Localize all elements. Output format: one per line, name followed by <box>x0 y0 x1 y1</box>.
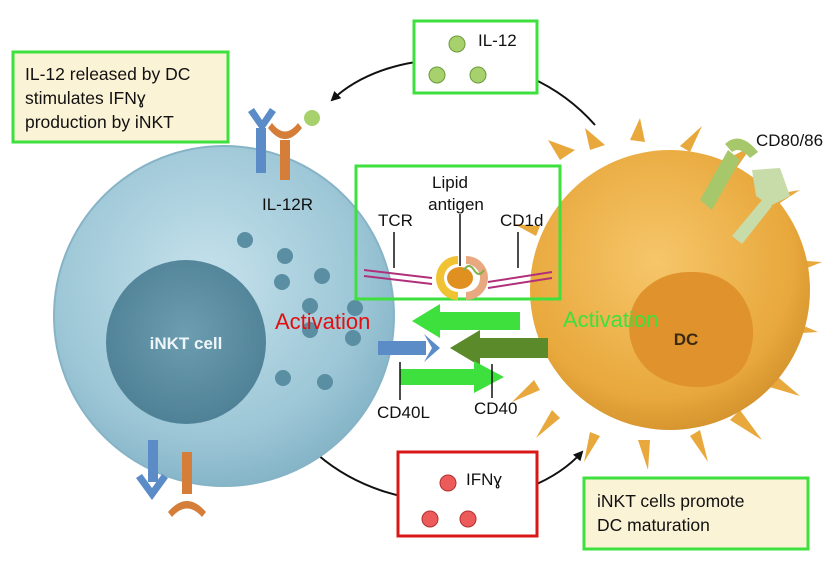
dc-maturation-note-line-1: iNKT cells promote <box>597 491 745 511</box>
dc-nucleus <box>629 271 754 388</box>
cd1d-shape <box>466 256 488 300</box>
cd80-86-label: CD80/86 <box>756 131 823 150</box>
il12-label: IL-12 <box>478 31 517 50</box>
tcr-label: TCR <box>378 211 413 230</box>
dc-maturation-note <box>582 476 810 551</box>
lipid-antigen-shape <box>447 267 473 289</box>
il12-release-note-line-3: production by iNKT <box>25 112 174 132</box>
activation-arrow-left <box>412 304 520 338</box>
il12r-label: IL-12R <box>262 195 313 214</box>
ifng-molecule-3 <box>459 510 477 528</box>
inkt-granules <box>237 232 363 390</box>
dc-maturation-note-line-2: DC maturation <box>597 515 710 535</box>
lipid-label-line2: antigen <box>428 195 484 214</box>
cd80-86-receptor-green <box>700 138 758 210</box>
cd40-label: CD40 <box>474 399 517 418</box>
cd80-86-receptor-pale <box>732 168 790 244</box>
activation-right-label: Activation <box>563 307 658 332</box>
il12r-receptor-blue <box>248 108 276 173</box>
il12r-receptor-orange <box>268 123 302 180</box>
tcr-shape <box>436 256 458 300</box>
cd40l-label: CD40L <box>377 403 430 422</box>
dc-label: DC <box>674 330 699 349</box>
il12-molecule-1 <box>448 35 466 53</box>
activation-left-label: Activation <box>275 309 370 334</box>
inkt-nucleus <box>106 260 266 424</box>
il12-release-note-line-1: IL-12 released by DC <box>25 64 190 84</box>
activation-arrow-right <box>400 361 504 393</box>
il12-release-note <box>11 50 230 144</box>
il12-molecule-3 <box>469 66 487 84</box>
membrane-lines <box>363 269 553 289</box>
inkt-cell-label: iNKT cell <box>150 334 223 353</box>
bottom-receptor-blue <box>136 440 168 500</box>
il12-release-note-line-2: stimulates IFNɣ <box>25 88 146 108</box>
ifng-molecule-2 <box>421 510 439 528</box>
ifng-label: IFNɣ <box>466 470 502 489</box>
bottom-receptor-orange <box>168 452 206 517</box>
lipid-tail <box>463 265 485 275</box>
il12-molecule-2 <box>428 66 446 84</box>
cd40l-receptor <box>378 334 440 362</box>
cd1d-label: CD1d <box>500 211 543 230</box>
il12-bound-molecule <box>304 110 320 126</box>
lipid-label-line1: Lipid <box>432 173 468 192</box>
ifng-molecule-1 <box>439 474 457 492</box>
cd40-arrow <box>450 330 548 366</box>
